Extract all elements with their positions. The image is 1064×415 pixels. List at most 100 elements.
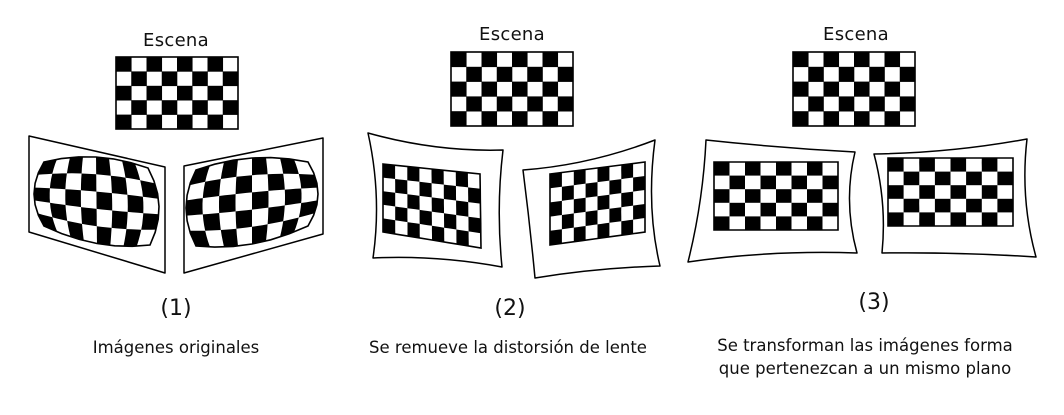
checker-square — [561, 213, 574, 230]
panel-1-scene-label: Escena — [143, 30, 209, 51]
checker-square — [451, 52, 467, 68]
panel-2-number: (2) — [494, 296, 526, 321]
checker-square — [597, 194, 610, 211]
checker-square — [146, 57, 163, 72]
checker-square — [919, 185, 935, 199]
checker-square — [456, 200, 469, 217]
left-image-checkerboard — [33, 156, 160, 248]
checker-square — [383, 218, 396, 234]
panel-1-original-images — [28, 56, 324, 274]
checker-square — [729, 175, 745, 190]
checker-square — [512, 111, 528, 127]
checker-square — [823, 81, 840, 97]
checker-square — [760, 175, 776, 190]
checker-square — [219, 194, 236, 213]
checker-square — [557, 66, 574, 82]
checker-square — [298, 174, 318, 189]
checker-square — [822, 175, 838, 190]
checker-square — [621, 191, 634, 208]
checker-square — [267, 173, 285, 191]
checker-square — [127, 194, 144, 214]
checker-square — [609, 179, 622, 195]
checker-square — [966, 198, 982, 213]
checker-square — [496, 66, 513, 82]
checker-square — [280, 217, 299, 237]
checker-square — [466, 66, 482, 82]
checker-square — [395, 206, 408, 223]
checker-square — [573, 169, 586, 186]
checker-square — [189, 165, 210, 186]
checker-square — [122, 160, 141, 181]
checker-square — [192, 71, 208, 87]
panel-1-caption: Imágenes originales — [92, 338, 260, 357]
checker-square — [111, 210, 128, 230]
checker-square — [383, 191, 396, 207]
checker-square — [50, 202, 68, 221]
checker-square — [934, 198, 951, 213]
checker-square — [884, 52, 901, 68]
checker-square — [252, 157, 268, 176]
checker-square — [527, 66, 543, 82]
checker-square — [298, 200, 318, 218]
checker-square — [888, 185, 904, 199]
checker-square — [468, 216, 481, 234]
panel-3-scene-label: Escena — [823, 24, 889, 45]
checker-square — [161, 100, 178, 115]
checker-square — [745, 216, 761, 230]
checker-square — [899, 96, 916, 112]
checker-square — [222, 100, 239, 115]
checker-square — [81, 207, 97, 227]
checker-square — [407, 194, 420, 210]
checker-square — [869, 96, 885, 112]
right-image-checkerboard — [549, 161, 646, 246]
checker-square — [807, 216, 823, 230]
checker-square — [235, 209, 252, 229]
checker-square — [395, 179, 408, 195]
checker-square — [96, 191, 113, 211]
checker-square — [252, 224, 268, 244]
checker-square — [621, 163, 634, 180]
checker-square — [444, 213, 457, 230]
checker-square — [950, 212, 967, 226]
checker-square — [37, 159, 57, 175]
checker-square — [745, 162, 761, 176]
checker-square — [776, 216, 792, 230]
checker-square — [997, 171, 1013, 186]
checker-square — [49, 173, 67, 190]
checker-square — [776, 189, 792, 203]
left-image-frame — [367, 132, 504, 268]
checker-square — [633, 204, 645, 220]
checker-square — [512, 52, 528, 68]
checker-square — [776, 162, 792, 176]
checker-square — [714, 216, 730, 230]
checker-square — [950, 158, 967, 172]
panel-3-number: (3) — [858, 290, 890, 315]
checker-square — [550, 229, 562, 245]
checker-square — [146, 114, 163, 130]
checker-square — [96, 157, 111, 176]
checker-square — [116, 57, 132, 72]
checker-square — [838, 96, 855, 112]
checker-square — [220, 159, 238, 179]
checker-square — [161, 71, 178, 87]
checker-square — [854, 81, 870, 97]
checker-square — [838, 66, 855, 82]
right-image-frame — [873, 138, 1037, 258]
left-image-checkerboard — [382, 163, 482, 249]
checker-square — [284, 188, 302, 206]
checker-square — [823, 52, 840, 68]
checker-square — [807, 189, 823, 203]
checker-square — [557, 96, 574, 112]
checker-square — [609, 207, 622, 223]
panel-2-scene-label: Escena — [479, 24, 545, 45]
checker-square — [869, 66, 885, 82]
right-image-frame — [522, 139, 661, 279]
checker-square — [823, 111, 840, 127]
checker-square — [280, 158, 299, 174]
checker-square — [903, 171, 920, 186]
checker-square — [966, 171, 982, 186]
scene-checkerboard — [115, 56, 239, 130]
checker-square — [884, 81, 901, 97]
checker-square — [633, 176, 645, 192]
checker-square — [791, 175, 807, 190]
